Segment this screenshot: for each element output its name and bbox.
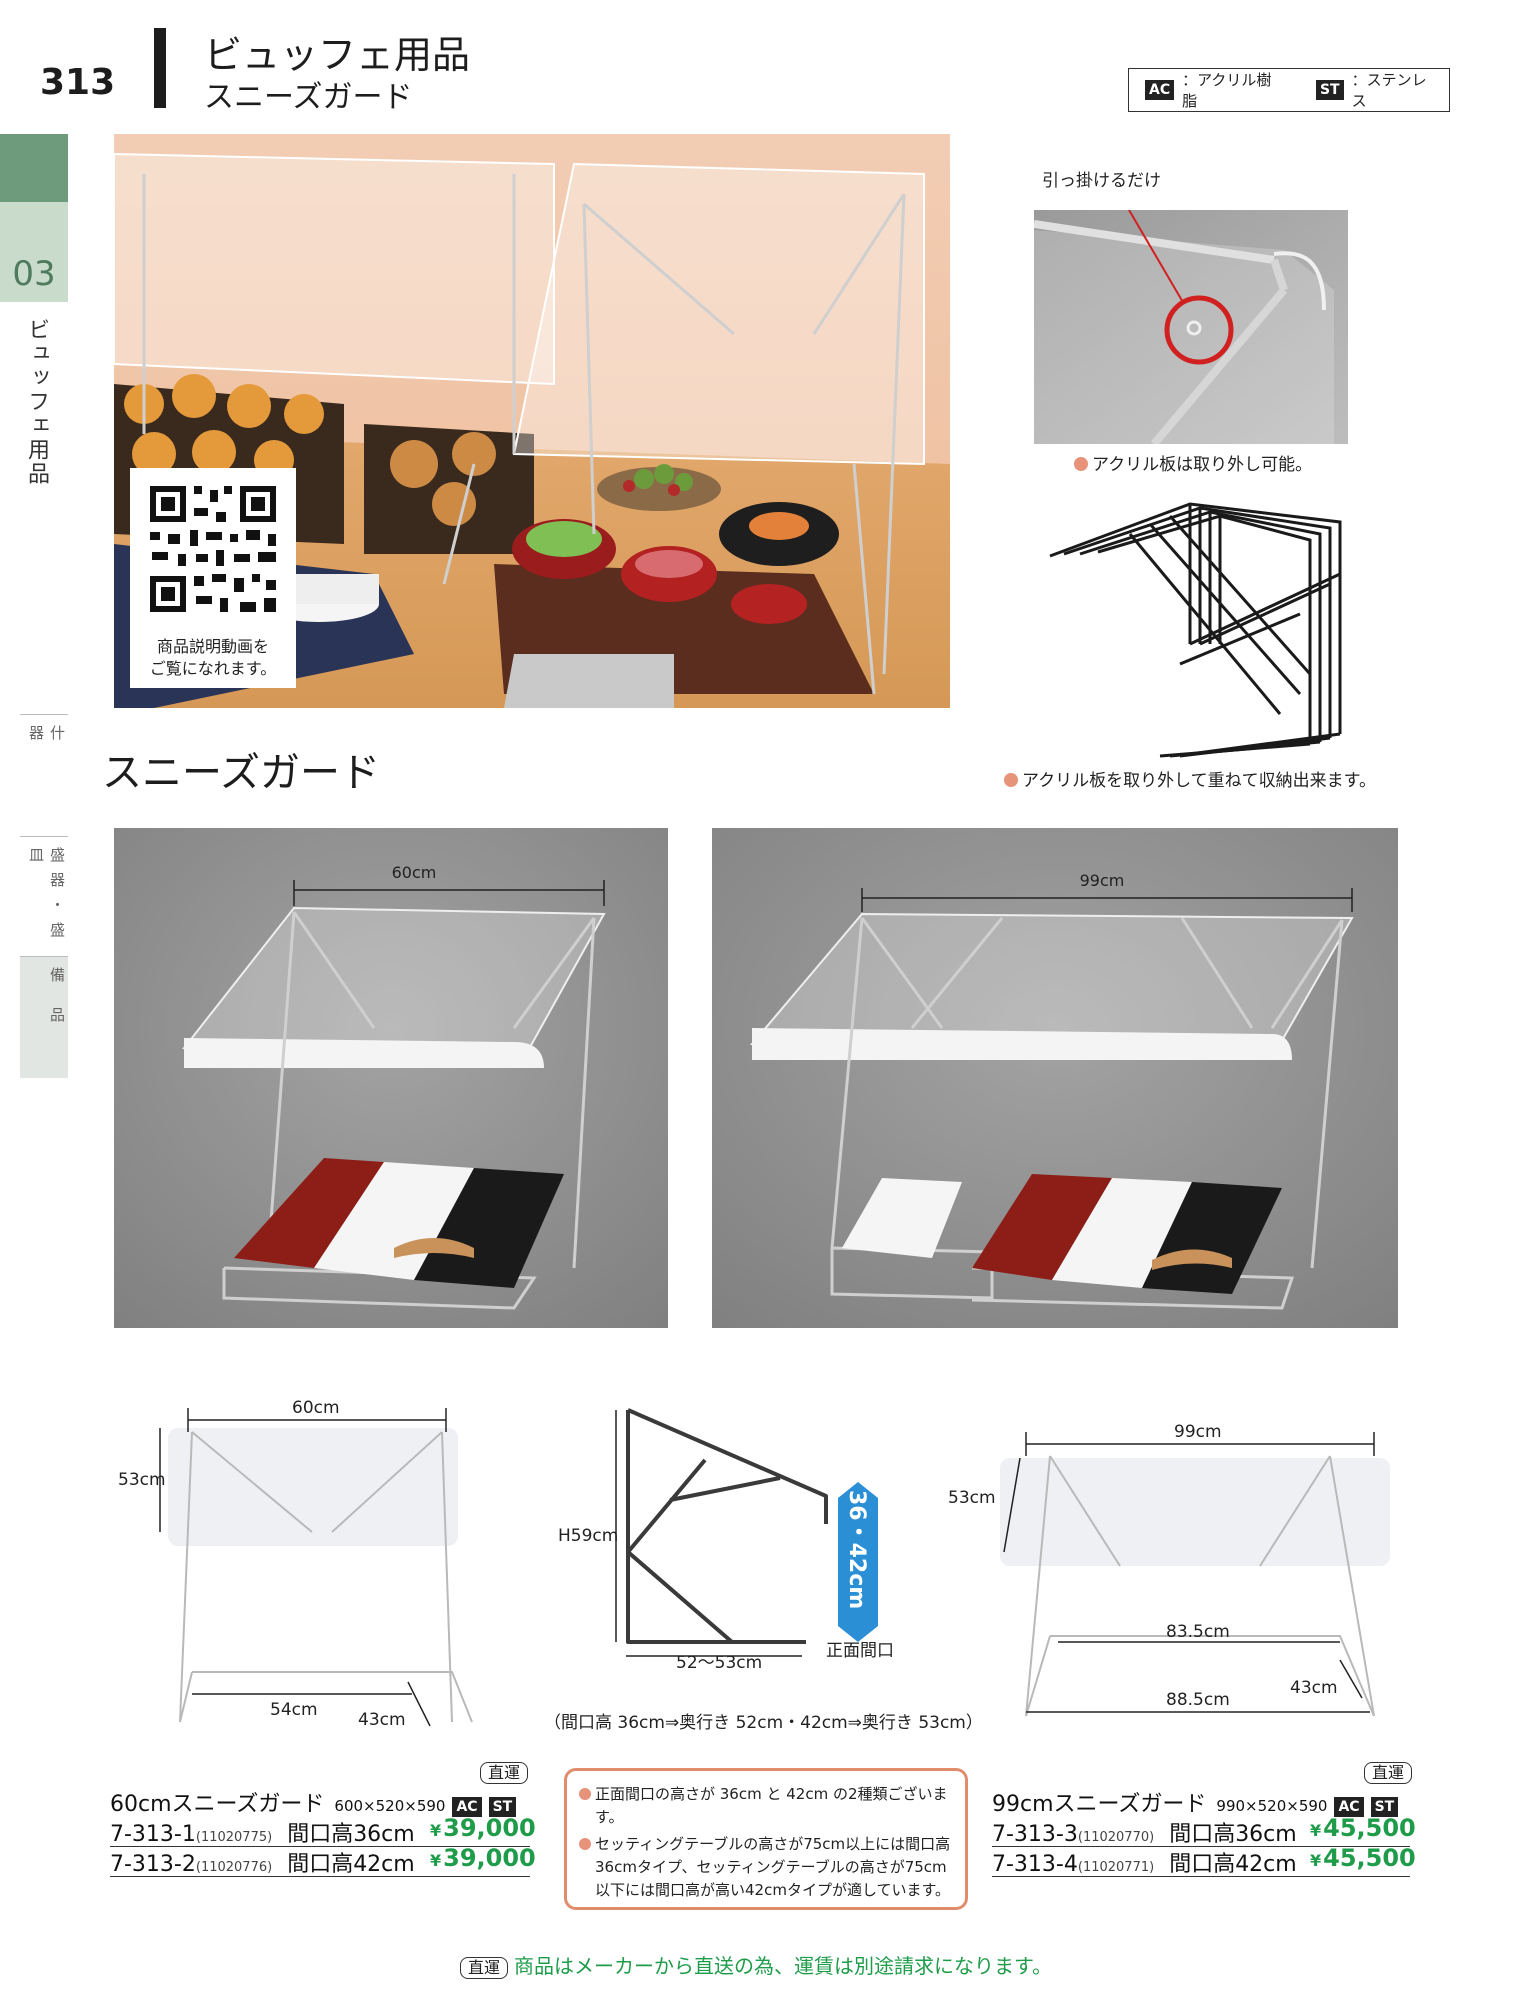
dim-side-opening: 36・42cm — [844, 1490, 869, 1610]
note-item: 正面間口の高さが 36cm と 42cm の2種類ございます。 — [579, 1783, 951, 1829]
product-price: ¥45,500 — [1310, 1814, 1416, 1842]
dim-side-caption: （間口高 36cm⇒奥行き 52cm・42cm⇒奥行き 53cm） — [544, 1713, 983, 1733]
direct-ship-badge: 直運 — [1364, 1762, 1413, 1784]
row-divider — [110, 1876, 530, 1877]
dim-side-opening-label: 正面間口 — [826, 1641, 894, 1661]
dim-depth-99: 53cm — [948, 1488, 996, 1508]
opening-height-badge — [838, 1482, 878, 1642]
product-row: 7-313-2(11020776) 間口高42cm — [110, 1852, 415, 1877]
material-legend: AC ：アクリル樹脂 ST ：ステンレス — [1128, 68, 1450, 112]
side-tab-accent — [0, 134, 68, 202]
dim-width-99: 99cm — [1174, 1422, 1222, 1442]
hero-photo: 商品説明動画を ご覧になれます。 — [114, 134, 950, 708]
qr-caption: 商品説明動画を ご覧になれます。 — [149, 637, 277, 678]
dim-side-depth: 52～53cm — [676, 1653, 763, 1673]
direct-ship-badge: 直運 — [460, 1957, 509, 1979]
dim-side-height: H59cm — [558, 1526, 619, 1546]
row-divider — [992, 1876, 1410, 1877]
side-tab-fixtures[interactable]: 什 器 — [20, 714, 68, 784]
dim-bottom-60: 54cm — [270, 1700, 318, 1720]
qr-code-card[interactable]: 商品説明動画を ご覧になれます。 — [130, 468, 296, 688]
diagram-side-profile — [560, 1400, 890, 1660]
dim-leg-99: 43cm — [1290, 1678, 1338, 1698]
product-price: ¥45,500 — [1310, 1844, 1416, 1872]
section-title: スニーズガード — [102, 750, 380, 796]
product-photo-60cm: 60cm — [114, 828, 668, 1328]
page-number: 313 — [40, 62, 116, 103]
legend-code-st: ST — [1315, 80, 1344, 100]
qr-code-image[interactable] — [130, 468, 296, 634]
dim-bottom-99: 88.5cm — [1166, 1690, 1230, 1710]
bullet-icon — [579, 1838, 591, 1850]
bullet-icon — [1004, 773, 1018, 787]
product-price: ¥39,000 — [430, 1844, 536, 1872]
hook-closeup-photo — [1034, 210, 1348, 444]
page-subtitle: スニーズガード — [204, 80, 413, 115]
header-divider — [154, 28, 166, 108]
dim-label: 99cm — [1080, 871, 1125, 890]
dim-leg-60: 43cm — [358, 1710, 406, 1730]
dim-inner-99: 83.5cm — [1166, 1622, 1230, 1642]
material-chip-st: ST — [488, 1797, 517, 1817]
page-title: ビュッフェ用品 — [204, 33, 471, 77]
product-photo-99cm: 99cm — [712, 828, 1398, 1328]
material-chip-st: ST — [1370, 1797, 1399, 1817]
product-row: 7-313-4(11020771) 間口高42cm — [992, 1852, 1297, 1877]
dim-width-60: 60cm — [292, 1398, 340, 1418]
legend-label-st: ：ステンレス — [1351, 71, 1427, 110]
shipping-footer: 直運商品はメーカーから直送の為、運賃は別途請求になります。 — [460, 1950, 1052, 1979]
row-divider — [110, 1846, 530, 1847]
direct-ship-badge: 直運 — [480, 1762, 529, 1784]
side-tab-number: 03 — [12, 254, 56, 294]
stacked-frames-illustration — [1040, 494, 1350, 758]
legend-code-ac: AC — [1145, 80, 1175, 100]
bullet-icon — [1074, 457, 1088, 471]
removable-note: アクリル板は取り外し可能。 — [1074, 450, 1312, 475]
material-chip-ac: AC — [1334, 1797, 1364, 1817]
legend-label-ac: ：アクリル樹脂 — [1182, 71, 1272, 110]
side-tab-supplies[interactable]: 備 品 — [20, 956, 68, 1078]
diagram-60cm — [112, 1392, 492, 1738]
usage-notes: 正面間口の高さが 36cm と 42cm の2種類ございます。 セッティングテー… — [564, 1768, 968, 1910]
material-chip-ac: AC — [452, 1797, 482, 1817]
hook-label: 引っ掛けるだけ — [1042, 171, 1161, 191]
diagram-99cm — [970, 1416, 1410, 1736]
bullet-icon — [579, 1788, 591, 1800]
product-price: ¥39,000 — [430, 1814, 536, 1842]
dim-label: 60cm — [392, 863, 437, 882]
product-row: 7-313-3(11020770) 間口高36cm — [992, 1822, 1297, 1847]
dim-depth-60: 53cm — [118, 1470, 166, 1490]
row-divider — [992, 1846, 1410, 1847]
side-tab-category: ビュッフェ用品 — [24, 318, 49, 486]
side-tab-current[interactable] — [0, 202, 68, 302]
product-row: 7-313-1(11020775) 間口高36cm — [110, 1822, 415, 1847]
stack-note: アクリル板を取り外して重ねて収納出来ます。 — [1004, 766, 1376, 791]
note-item: セッティングテーブルの高さが75cm以上には間口高36cmタイプ、セッティングテ… — [579, 1833, 951, 1902]
side-tab-servingware[interactable]: 盛器・盛皿 — [20, 836, 68, 956]
